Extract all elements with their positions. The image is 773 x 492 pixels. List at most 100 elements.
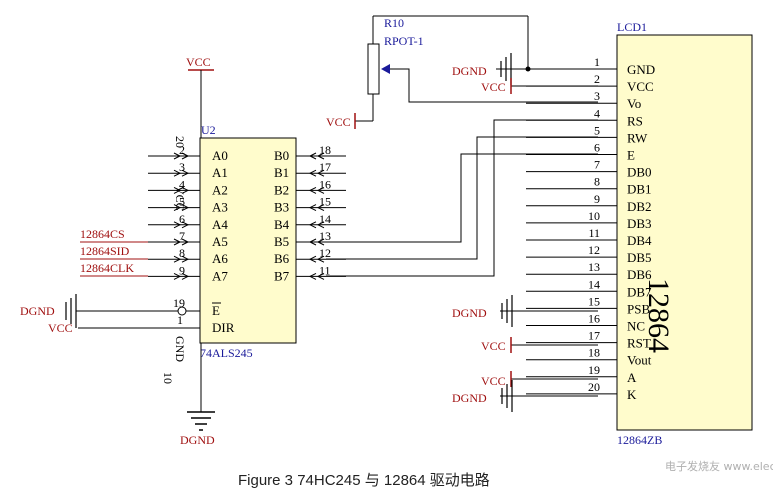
lcd-module: LCD1 12864ZB 12864 (616, 20, 753, 447)
pin-arrow (181, 152, 190, 160)
pin-number: 14 (319, 212, 331, 226)
pin-number: 8 (594, 175, 600, 189)
u2-pin10-num: 10 (161, 372, 175, 384)
pin-name: DB6 (627, 267, 652, 282)
pin-number: 15 (588, 294, 600, 308)
pin-number: 6 (179, 212, 185, 226)
lcd-p2-net: VCC (481, 80, 506, 94)
u2-pin20-num: 20 (173, 136, 187, 148)
pin-arrow (173, 186, 182, 194)
net-12864sid: 12864SID (80, 244, 130, 258)
pin-number: 12 (319, 246, 331, 260)
pin-arrow (181, 272, 190, 280)
pin-arrow (316, 272, 325, 280)
u2-dir-name: DIR (212, 320, 235, 335)
net-12864clk: 12864CLK (80, 261, 134, 275)
wire-b6-rw (326, 136, 598, 260)
u2-dir-net: VCC (48, 321, 73, 335)
pin-number: 3 (594, 89, 600, 103)
net-12864cs: 12864CS (80, 227, 125, 241)
pin-arrow (316, 186, 325, 194)
pin-number: 11 (319, 263, 331, 277)
u2-dgnd-label: DGND (180, 433, 215, 447)
pin-number: 9 (594, 192, 600, 206)
pin-arrow (316, 238, 325, 246)
pin-name: DB7 (627, 284, 652, 299)
pin-name: RW (627, 130, 648, 145)
pin-number: 19 (588, 363, 600, 377)
pin-name: RS (627, 113, 643, 128)
pin-arrow (181, 255, 190, 263)
pin-number: 17 (588, 329, 600, 343)
pin-name: DB0 (627, 165, 652, 180)
pin-arrow (308, 152, 317, 160)
pin-name: DB1 (627, 182, 652, 197)
pin-arrow (181, 204, 190, 212)
pin-name: A2 (212, 182, 228, 197)
pin-name: B2 (274, 182, 289, 197)
u2-part: 74ALS245 (200, 346, 253, 360)
pin-number: 1 (594, 55, 600, 69)
r10-potentiometer: R10 RPOT-1 VCC (326, 15, 598, 129)
r10-wiper-wire (390, 68, 598, 103)
pin-number: 18 (588, 346, 600, 360)
pin-number: 7 (179, 229, 185, 243)
pin-arrow (308, 186, 317, 194)
pin-arrow (173, 238, 182, 246)
pin-name: DB2 (627, 199, 652, 214)
pin-number: 2 (594, 72, 600, 86)
pin-number: 5 (594, 123, 600, 137)
pin-name: A1 (212, 165, 228, 180)
pin-arrow (316, 169, 325, 177)
u2-chip: U2 74ALS245 VCC 20 GND 10 DGND (161, 55, 297, 447)
pin-name: A3 (212, 200, 228, 215)
pin-arrow (181, 221, 190, 229)
pin-number: 17 (319, 160, 331, 174)
u2-pin-a1: 3 A1 (148, 160, 228, 180)
pin-number: 13 (588, 260, 600, 274)
pin-name: K (627, 387, 637, 402)
pin-name: A4 (212, 217, 228, 232)
lcd-power-nets: DGND VCC DGND VCC VCC DGND (452, 53, 598, 412)
pin-number: 4 (594, 106, 600, 120)
pin-name: B6 (274, 251, 290, 266)
u2-ref: U2 (201, 123, 216, 137)
u2-ctrl: DGND VCC 19 E 1 DIR (20, 294, 235, 335)
pin-name: B4 (274, 217, 290, 232)
pin-arrow (181, 169, 190, 177)
pin-name: B7 (274, 268, 290, 283)
pin-arrow (316, 204, 325, 212)
pin-name: A0 (212, 148, 228, 163)
pin-number: 3 (179, 160, 185, 174)
pin-name: A5 (212, 234, 228, 249)
pin-name: A6 (212, 251, 228, 266)
pin-name: PSB (627, 301, 650, 316)
pin-arrow (308, 238, 317, 246)
pin-number: 11 (588, 226, 600, 240)
pin-number: 9 (179, 263, 185, 277)
u2-pin-b4: 14 B4 (274, 212, 346, 232)
pin-arrow (173, 204, 182, 212)
pin-arrow (173, 221, 182, 229)
u2-pin-b1: 17 B1 (274, 160, 346, 180)
pin-name: B1 (274, 165, 289, 180)
pin-arrow (173, 152, 182, 160)
signal-wires (326, 119, 598, 277)
pin-number: 10 (588, 209, 600, 223)
